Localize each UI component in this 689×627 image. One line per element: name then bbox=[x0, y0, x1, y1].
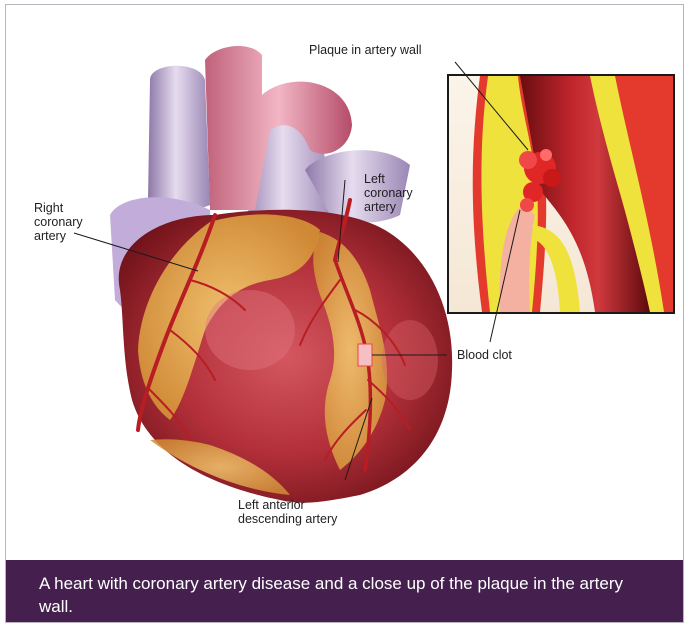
label-line: Right bbox=[34, 201, 83, 215]
heart-body bbox=[119, 210, 452, 503]
clot-location-box bbox=[358, 344, 372, 366]
label-line: coronary bbox=[34, 215, 83, 229]
label-line: descending artery bbox=[238, 512, 337, 526]
label-line: artery bbox=[34, 229, 83, 243]
label-right-coronary-artery: Right coronary artery bbox=[34, 201, 83, 243]
label-line: artery bbox=[364, 200, 413, 214]
label-blood-clot: Blood clot bbox=[457, 348, 512, 362]
label-left-anterior-descending-artery: Left anterior descending artery bbox=[238, 498, 337, 526]
label-line: coronary bbox=[364, 186, 413, 200]
label-plaque: Plaque in artery wall bbox=[309, 43, 422, 57]
label-left-coronary-artery: Left coronary artery bbox=[364, 172, 413, 214]
label-line: Left anterior bbox=[238, 498, 337, 512]
label-line: Left bbox=[364, 172, 413, 186]
caption-text: A heart with coronary artery disease and… bbox=[39, 572, 639, 618]
caption-bar: A heart with coronary artery disease and… bbox=[6, 560, 683, 622]
heart-illustration bbox=[0, 0, 689, 560]
inset-panel bbox=[448, 75, 674, 313]
